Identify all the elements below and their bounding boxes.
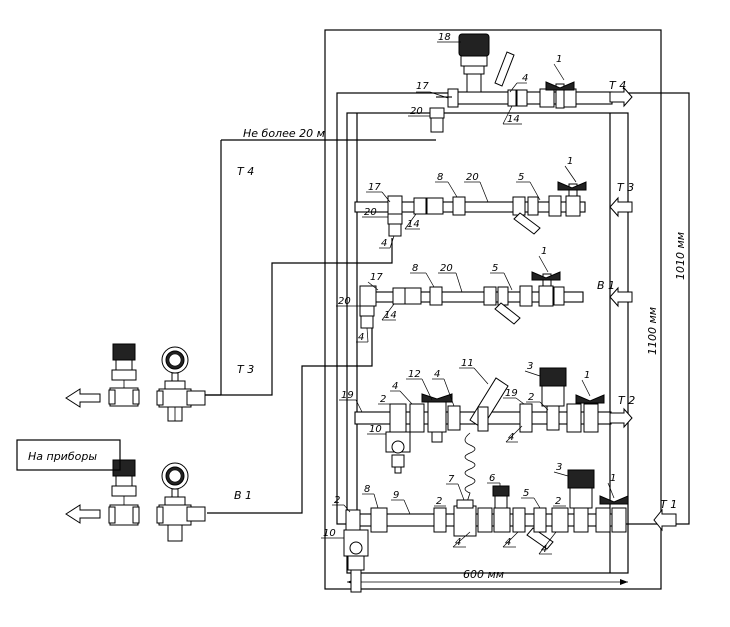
row-t2 [354, 367, 633, 509]
stream-b1-left: В 1 [234, 489, 252, 502]
dimension-1100: 1100 мм [646, 30, 662, 589]
callout-4-t2c: 4 [508, 432, 514, 443]
callout-10-t2: 10 [369, 424, 382, 435]
dim-1100-label: 1100 мм [646, 307, 659, 355]
stream-t4-left: Т 4 [237, 165, 254, 178]
stream-t4-right: Т 4 [609, 79, 626, 92]
callout-10-t1: 10 [323, 528, 336, 539]
callout-14-t4: 14 [507, 114, 520, 125]
stream-t3-left: Т 3 [237, 363, 254, 376]
callout-19-t2b: 19 [505, 388, 518, 399]
callout-5-t3: 5 [518, 172, 524, 183]
callout-6-t1: 6 [489, 473, 495, 484]
callout-4-t1b: 4 [505, 537, 511, 548]
callout-8-t3: 8 [437, 172, 443, 183]
callout-1-b1: 1 [541, 246, 547, 257]
supply-lines [205, 139, 436, 514]
callout-3-t1: 3 [556, 462, 562, 473]
callout-4-t2a: 4 [392, 381, 398, 392]
callout-20-b1b: 20 [338, 296, 351, 307]
callout-17-t3: 17 [368, 182, 381, 193]
callouts: 18 1 17 4 20 14 1 17 8 20 5 20 14 4 1 17… [321, 32, 616, 555]
callout-4-t1c: 4 [541, 544, 547, 555]
callout-17-b1: 17 [370, 272, 383, 283]
dimension-600: 600 мм [347, 568, 628, 585]
row-t3 [354, 181, 633, 237]
drain-fitting-20 [430, 117, 444, 133]
callout-14-b1: 14 [384, 310, 397, 321]
callout-17-t4: 17 [416, 81, 429, 92]
callout-20-t3: 20 [466, 172, 479, 183]
callout-4-t2b: 4 [434, 369, 440, 380]
callout-5-b1: 5 [492, 263, 498, 274]
stream-b1-right: В 1 [597, 279, 615, 292]
row-b1 [359, 271, 633, 329]
callout-4-t4: 4 [522, 73, 528, 84]
callout-1-t1: 1 [610, 473, 616, 484]
row-t1 [343, 469, 677, 593]
callout-2-t1c: 2 [555, 496, 561, 507]
callout-9-t1: 9 [393, 490, 399, 501]
stream-t2-right: Т 2 [618, 394, 635, 407]
callout-8-b1: 8 [412, 263, 418, 274]
callout-4-b1: 4 [358, 332, 364, 343]
row-t4 [429, 33, 633, 133]
callout-20-t4: 20 [410, 106, 423, 117]
to-devices-label: На приборы [28, 450, 97, 463]
to-devices-box [16, 439, 121, 471]
callout-18: 18 [438, 32, 451, 43]
callout-14-t3: 14 [407, 219, 420, 230]
arrow-left-upper [65, 388, 101, 408]
callout-2-t1b: 2 [436, 496, 442, 507]
stream-t1-right: Т 1 [660, 498, 677, 511]
arrow-left-lower [65, 504, 101, 524]
dimension-1010: 1010 мм [674, 93, 690, 524]
callout-1-t3: 1 [567, 156, 573, 167]
device-group-lower [108, 459, 206, 542]
device-group-upper [108, 343, 206, 422]
callout-2-t1a: 2 [334, 495, 340, 506]
callout-2-t2b: 2 [528, 392, 534, 403]
thermostatic-head-icon [458, 33, 490, 57]
callout-1-t4: 1 [556, 54, 562, 65]
callout-1-t2: 1 [584, 370, 590, 381]
callout-7-t1: 7 [448, 474, 455, 485]
callout-4-t3: 4 [381, 238, 387, 249]
callout-19-t2: 19 [341, 390, 354, 401]
callout-2-t2a: 2 [380, 394, 386, 405]
stream-t3-right: Т 3 [617, 181, 634, 194]
callout-20-t3b: 20 [364, 207, 377, 218]
dim-600-label: 600 мм [463, 568, 504, 581]
callout-12-t2: 12 [408, 369, 421, 380]
callout-20-b1: 20 [440, 263, 453, 274]
callout-5-t1: 5 [523, 488, 529, 499]
callout-3-t2: 3 [527, 361, 533, 372]
dim-1010-label: 1010 мм [674, 232, 687, 280]
limit-note: Не более 20 м [243, 127, 325, 140]
callout-11-t2: 11 [461, 358, 474, 369]
callout-8-t1: 8 [364, 484, 370, 495]
